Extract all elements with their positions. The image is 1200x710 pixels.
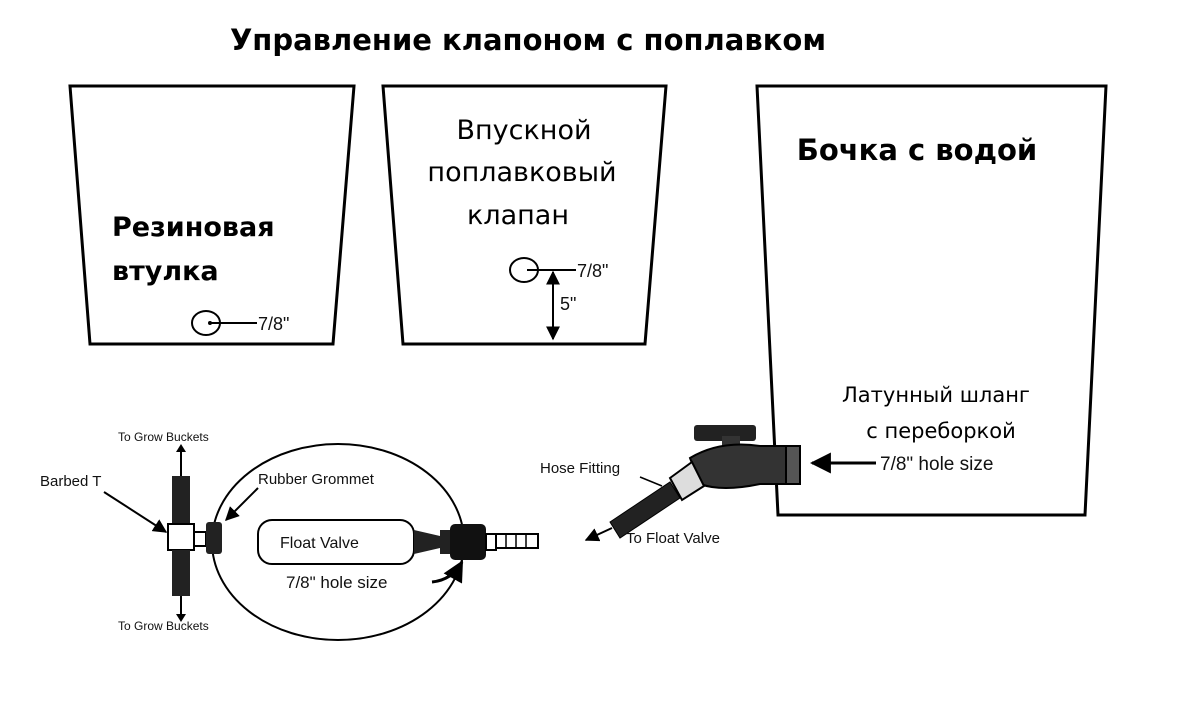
hose-fitting-leader — [639, 476, 663, 487]
barrel-label: Бочка с водой — [797, 133, 1038, 167]
float-valve-label-line2: поплавковый — [427, 157, 616, 188]
spigot-body — [688, 443, 791, 489]
float-valve-barb-base — [485, 533, 497, 551]
rubber-grommet-label: Rubber Grommet — [258, 471, 375, 488]
hose-fitting-part — [668, 460, 706, 502]
pipe-bottom-section — [172, 550, 190, 596]
to-float-valve-arrow — [584, 527, 613, 542]
barbed-t-arrow — [103, 491, 168, 533]
float-valve-container: Впускной поплавковый клапан 7/8" 5" — [381, 84, 668, 346]
float-valve-container-outline — [381, 84, 668, 346]
barrel-container: Бочка с водой Латунный шланг с переборко… — [755, 84, 1108, 517]
rubber-grommet-arrow — [225, 487, 259, 521]
to-grow-buckets-bottom-label: To Grow Buckets — [118, 619, 209, 633]
assembly-hole-size-label: 7/8" hole size — [286, 573, 388, 592]
float-valve-label-line3: клапан — [467, 200, 569, 231]
grommet-label-line2: втулка — [112, 256, 219, 287]
rubber-grommet-part — [206, 522, 222, 554]
pipe-bottom-arrowhead — [176, 614, 186, 622]
float-valve-height-label: 5" — [560, 294, 576, 314]
to-grow-buckets-top-label: To Grow Buckets — [118, 430, 209, 444]
brass-spigot: Hose Fitting To Float Valve — [540, 425, 801, 547]
barrel-fitting-label-line2: с переборкой — [866, 419, 1015, 443]
grommet-hole-label: 7/8" — [258, 314, 289, 334]
assembly-detail: To Grow Buckets To Grow Buckets Barbed T… — [40, 430, 539, 641]
barbed-t-body — [167, 523, 195, 551]
spigot-handle — [694, 425, 756, 441]
diagram-title: Управление клапоном с поплавком — [230, 23, 826, 57]
to-float-valve-label: To Float Valve — [626, 530, 720, 547]
hose-fitting-label: Hose Fitting — [540, 460, 620, 477]
grommet-container-outline — [68, 84, 356, 346]
float-valve-neck — [414, 530, 440, 554]
barbed-t-label: Barbed T — [40, 473, 101, 490]
float-valve-part-label: Float Valve — [280, 535, 359, 552]
pipe-top-arrowhead — [176, 444, 186, 452]
hose-fitting-tube — [609, 481, 681, 539]
barbed-t-branch — [193, 531, 207, 547]
barrel-outline — [755, 84, 1108, 517]
float-valve-nut — [450, 524, 486, 560]
float-valve-hole-label: 7/8" — [577, 261, 608, 281]
float-valve-stem — [440, 530, 450, 554]
grommet-container: Резиновая втулка 7/8" — [68, 84, 356, 346]
float-valve-label-line1: Впускной — [456, 115, 591, 146]
float-valve-barb — [495, 533, 539, 549]
grommet-label-line1: Резиновая — [112, 212, 275, 243]
spigot-nut — [785, 445, 801, 485]
barrel-hole-label: 7/8" hole size — [880, 454, 993, 475]
pipe-top-section — [172, 476, 190, 524]
barrel-fitting-label-line1: Латунный шланг — [842, 383, 1030, 407]
assembly-hole-size-arrow — [431, 560, 464, 584]
grommet-hole-center-dot — [208, 321, 212, 325]
